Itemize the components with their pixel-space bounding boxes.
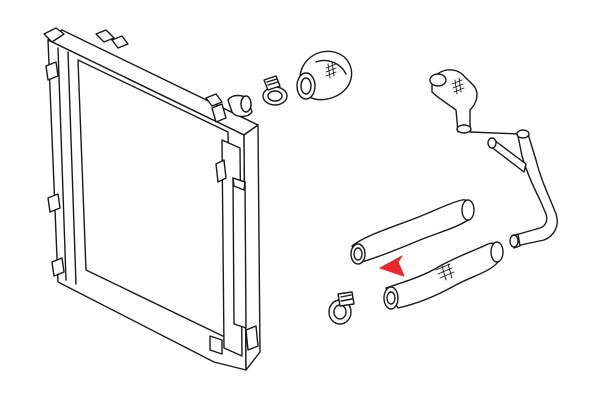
middle-hose-end <box>350 243 366 265</box>
radiator-bracket-left-3 <box>51 257 65 277</box>
middle-hose-body <box>351 199 473 263</box>
thermo-hose-top-opening <box>429 73 447 87</box>
thermostat-housing-hose <box>429 69 478 134</box>
upper-clamp-screw-thread <box>266 78 279 86</box>
heater-pipe-branch-opening <box>487 137 497 149</box>
lower-hose-end-inner <box>386 291 396 305</box>
upper-hose-end-inner <box>300 77 312 95</box>
radiator-tank-slot-lip <box>232 177 246 191</box>
radiator-bracket-top-3 <box>205 93 223 107</box>
lower-hose-clamp <box>328 291 355 325</box>
thermo-hose-bottom-opening <box>456 124 472 134</box>
radiator-core <box>47 39 247 371</box>
thermo-hose-body <box>431 69 478 133</box>
upper-hose-mark <box>325 61 337 79</box>
highlight-arrow <box>379 255 405 277</box>
radiator-bracket-top-left <box>43 27 65 43</box>
radiator <box>43 27 261 371</box>
heater-pipe-top-opening <box>516 129 530 139</box>
bypass-hose-opening <box>509 234 519 248</box>
heater-pipe-body <box>511 133 558 247</box>
middle-radiator-hose <box>350 199 475 265</box>
upper-clamp-inner <box>267 90 283 102</box>
radiator-inlet-opening <box>240 95 252 113</box>
lower-hose-far-end <box>490 241 504 263</box>
radiator-bracket-left-2 <box>47 193 61 213</box>
radiator-tank-slot <box>232 177 247 329</box>
arrow-pointer-icon <box>379 255 405 277</box>
radiator-bracket-top-2 <box>111 35 129 49</box>
bypass-hose <box>509 233 521 249</box>
radiator-bracket-right-3 <box>209 335 223 355</box>
lower-clamp-screw-thread <box>340 294 353 302</box>
radiator-bracket-left-1 <box>45 61 59 81</box>
upper-clamp-band <box>262 86 288 106</box>
heater-pipe-bracket <box>469 131 521 135</box>
thermo-hose-mark <box>451 77 465 95</box>
radiator-bracket-bottom <box>245 325 259 351</box>
middle-hose-far-end <box>461 199 475 221</box>
upper-hose-clamp <box>262 75 288 106</box>
lower-hose-end <box>383 286 399 310</box>
upper-hose-end <box>296 72 316 100</box>
radiator-left-tank <box>57 47 77 285</box>
lower-hose-mark <box>435 263 455 281</box>
upper-radiator-hose <box>296 50 353 101</box>
heater-pipe <box>469 129 558 247</box>
middle-hose-end-inner <box>353 247 363 261</box>
radiator-bracket-right-1 <box>211 103 227 123</box>
radiator-bracket-right-2 <box>215 159 227 183</box>
lower-radiator-hose <box>383 241 504 310</box>
radiator-bracket-top-1 <box>95 29 115 43</box>
upper-hose-contour <box>315 59 347 75</box>
